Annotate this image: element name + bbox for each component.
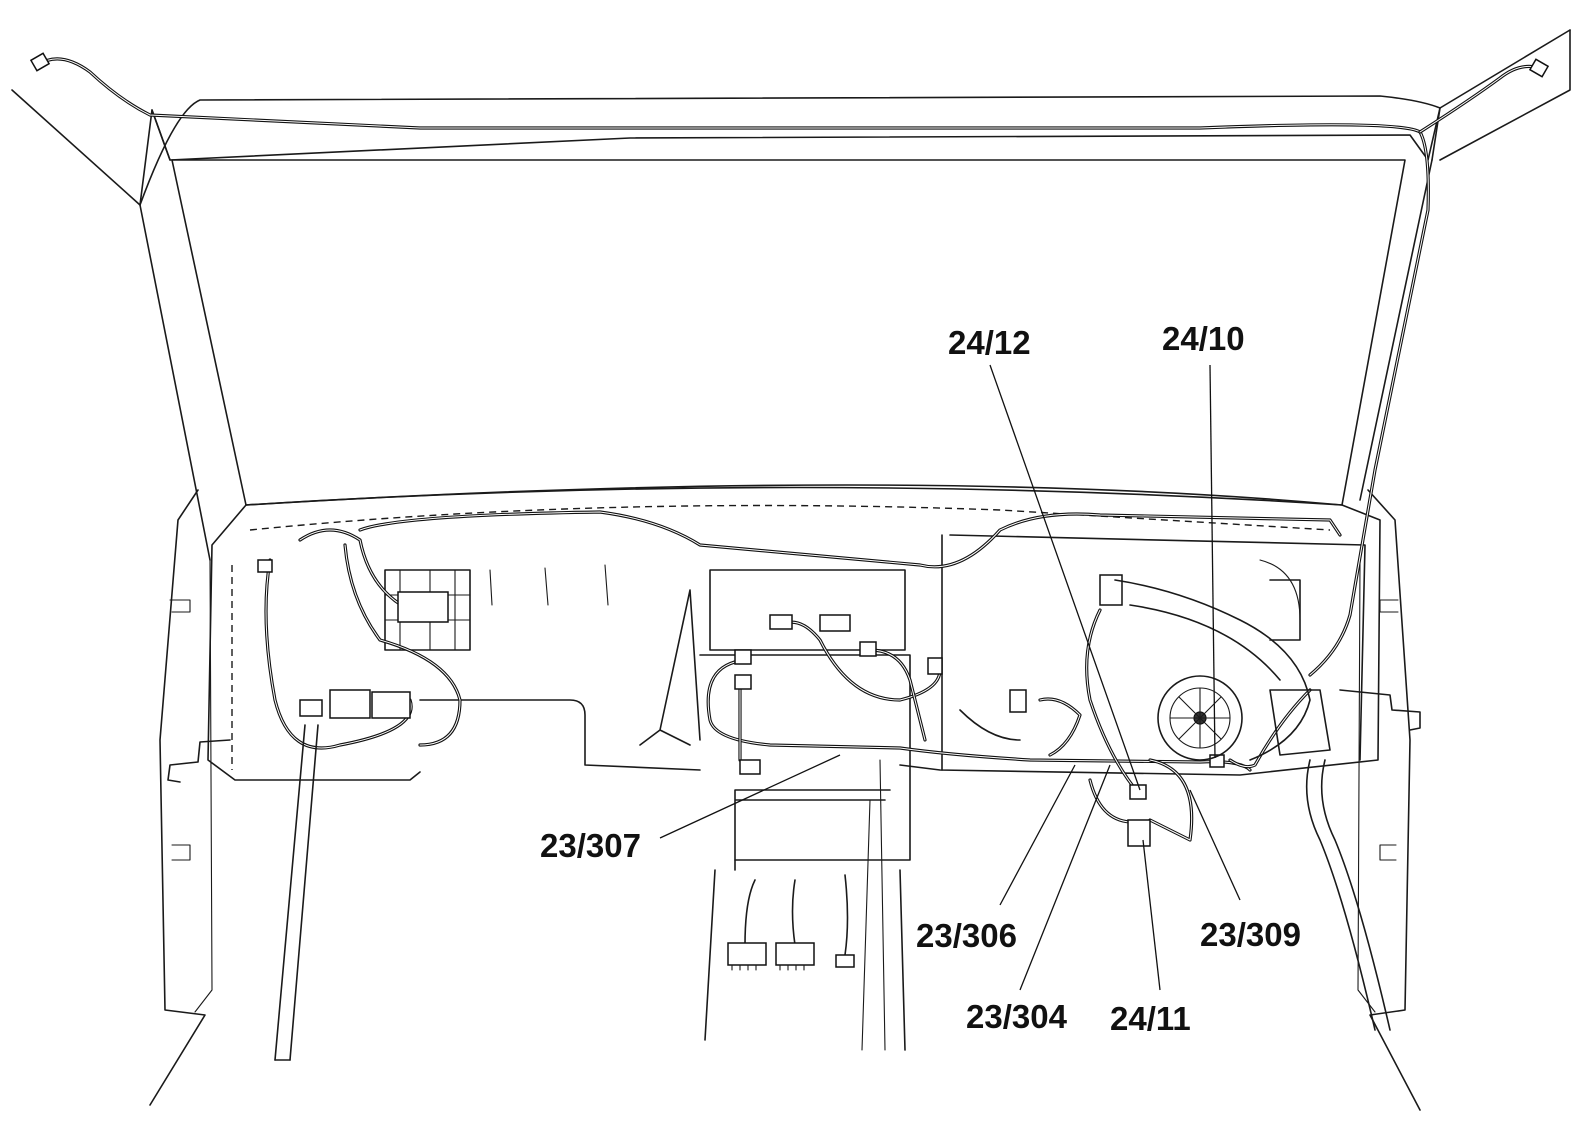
callout-23-306: 23/306 — [916, 917, 1017, 954]
callout-24-12: 24/12 — [948, 324, 1031, 361]
leader-23-304 — [1019, 764, 1111, 991]
blower-housing — [959, 559, 1331, 761]
windshield-frame — [11, 29, 1571, 1111]
right-side-bracket — [1305, 689, 1421, 1031]
leader-lines — [659, 364, 1241, 991]
leader-23-306 — [999, 764, 1076, 906]
callout-24-10: 24/10 — [1162, 320, 1245, 357]
callout-23-309: 23/309 — [1200, 916, 1301, 953]
leader-23-309 — [1189, 789, 1241, 901]
leader-23-307 — [659, 754, 841, 839]
dashboard-outline — [207, 486, 1381, 1051]
leader-24-10 — [1209, 364, 1216, 759]
left-side-bracket — [167, 739, 231, 783]
callout-23-304: 23/304 — [966, 998, 1068, 1035]
leader-24-11 — [1142, 839, 1161, 991]
callout-labels: 24/12 24/10 23/307 23/306 23/309 23/304 … — [540, 320, 1301, 1037]
callout-23-307: 23/307 — [540, 827, 641, 864]
callout-24-11: 24/11 — [1110, 1000, 1191, 1037]
roof-harness — [29, 52, 1550, 677]
leader-24-12 — [989, 364, 1141, 791]
